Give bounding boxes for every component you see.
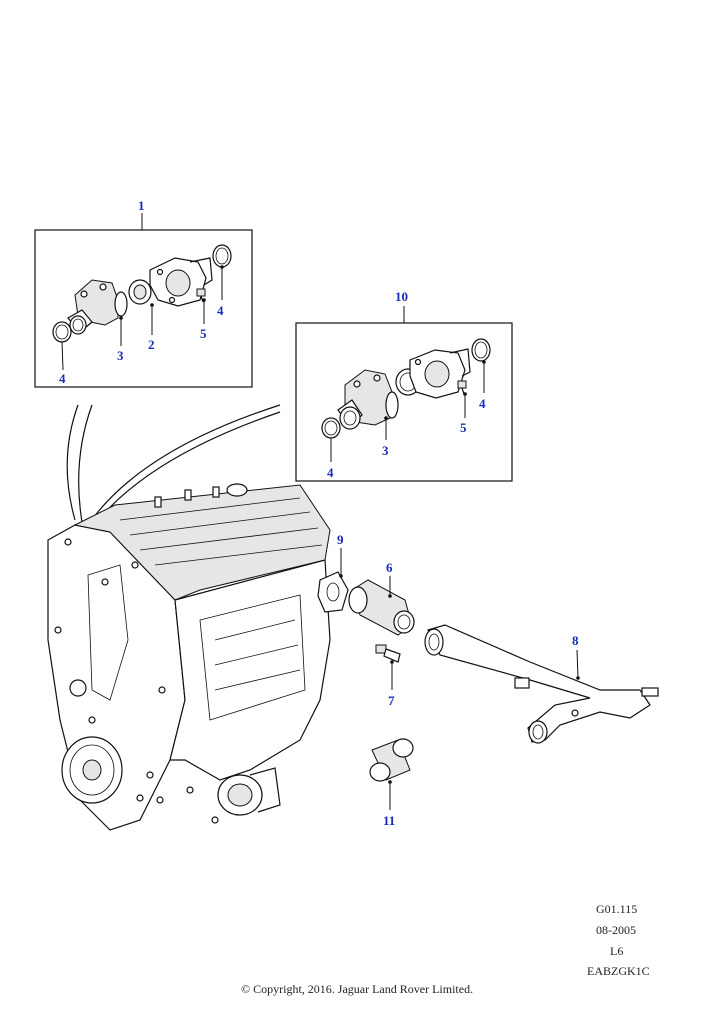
callout-8: 8 — [572, 633, 579, 648]
crankshaft-pulley — [61, 736, 123, 804]
callout-4: 4 — [59, 371, 66, 386]
callout-4: 4 — [479, 396, 486, 411]
callout-11: 11 — [383, 813, 395, 828]
oil-filter — [217, 767, 281, 816]
callout-5: 5 — [200, 326, 207, 341]
cylinder-block — [169, 559, 331, 781]
drawing-ref-code: G01.115 — [596, 902, 638, 916]
drawing-variant: L6 — [610, 944, 624, 958]
thermostat-part-2 — [128, 279, 152, 305]
callout-6: 6 — [386, 560, 393, 575]
coolant-pipe-part-8 — [424, 624, 659, 744]
callout-1: 1 — [138, 198, 145, 213]
inset-box-assembly-1 — [34, 213, 253, 388]
thermostat-cover-part-10 — [409, 348, 471, 399]
drawing-date: 08-2005 — [596, 923, 636, 937]
bolt-part-5-b — [457, 380, 467, 395]
gasket-part-9 — [317, 548, 349, 613]
callout-3: 3 — [117, 348, 124, 363]
fitting-part-11 — [369, 738, 414, 810]
thermostat-housing-part-3-b — [337, 369, 399, 430]
callout-9: 9 — [337, 532, 344, 547]
callout-4: 4 — [327, 465, 334, 480]
thermostat-housing-part-3 — [67, 279, 128, 335]
o-ring-left-inner — [55, 324, 69, 340]
callout-7: 7 — [388, 693, 395, 708]
inset-box-assembly-10 — [295, 306, 513, 482]
thermostat-cover-part-2 — [149, 257, 213, 307]
bolt-part-7 — [375, 644, 401, 690]
callout-3: 3 — [382, 443, 389, 458]
inset-box-1-frame — [34, 229, 253, 388]
engine-block-illustration — [47, 483, 331, 831]
drawing-id: EABZGK1C — [587, 964, 650, 978]
callout-2: 2 — [148, 337, 155, 352]
callout-5: 5 — [460, 420, 467, 435]
callout-10: 10 — [395, 289, 408, 304]
coolant-outlet-part-6 — [348, 576, 415, 636]
callout-4: 4 — [217, 303, 224, 318]
copyright-notice: © Copyright, 2016. Jaguar Land Rover Lim… — [241, 982, 474, 996]
